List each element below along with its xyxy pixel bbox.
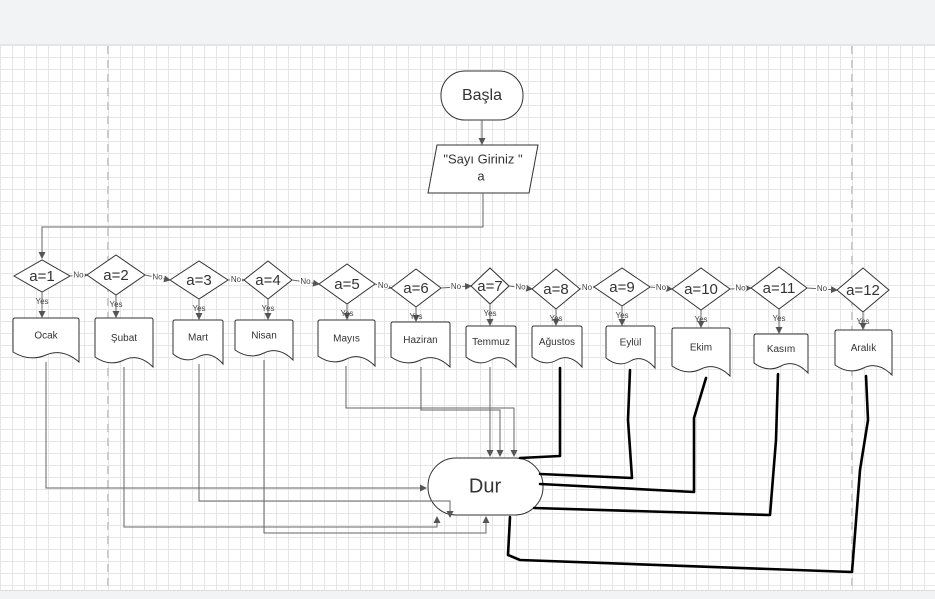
decision-node[interactable]: a=10 [671, 267, 731, 311]
no-label: No [582, 283, 593, 292]
no-label: No [451, 282, 462, 291]
month-label: Kasım [767, 344, 795, 355]
connector [45, 362, 427, 492]
connector [263, 360, 490, 534]
connector [345, 366, 518, 457]
no-connector [440, 282, 472, 290]
end-node[interactable]: Dur [427, 457, 544, 516]
decision-node[interactable]: a=7 [470, 267, 510, 305]
yes-label: Yes [772, 314, 785, 323]
decision-node[interactable]: a=8 [531, 268, 581, 310]
no-label: No [656, 283, 667, 292]
yes-label: Yes [35, 297, 48, 306]
month-output-node[interactable]: Mayıs [317, 319, 376, 368]
decision-label: a=7 [477, 278, 502, 295]
month-label: Ağustos [539, 337, 575, 348]
month-output-node[interactable]: Mart [172, 319, 224, 366]
month-output-node[interactable]: Ekim [671, 327, 731, 378]
no-connector [374, 283, 392, 290]
decision-label: a=11 [763, 280, 796, 297]
decision-node[interactable]: a=3 [169, 260, 229, 300]
yes-label: Yes [192, 304, 205, 313]
input-variable: a [477, 168, 485, 183]
month-label: Temmuz [472, 337, 510, 348]
connector [198, 364, 454, 518]
decision-label: a=6 [403, 280, 428, 297]
no-label: No [300, 277, 311, 286]
decision-label: a=2 [103, 267, 128, 284]
month-label: Ocak [34, 331, 58, 342]
no-connector [508, 284, 533, 292]
yes-label: Yes [694, 315, 707, 324]
input-node[interactable]: "Sayı Giriniz " a [427, 144, 539, 194]
month-label: Haziran [403, 335, 437, 346]
month-output-node[interactable]: Aralık [834, 329, 893, 377]
month-label: Mart [188, 333, 208, 344]
no-label: No [735, 284, 746, 293]
yes-label: Yes [483, 309, 496, 318]
decision-node[interactable]: a=6 [390, 268, 442, 308]
month-output-node[interactable]: Haziran [390, 321, 451, 369]
month-label: Ekim [690, 343, 712, 354]
no-label: No [378, 281, 389, 290]
connector [38, 193, 484, 259]
no-label: No [73, 271, 84, 280]
yes-label: Yes [856, 317, 869, 326]
yes-label: Yes [261, 304, 274, 313]
no-connector [144, 274, 171, 283]
decision-label: a=4 [255, 272, 280, 289]
month-output-node[interactable]: Eylül [605, 325, 656, 370]
start-node[interactable]: Başla [440, 70, 524, 121]
no-label: No [515, 283, 526, 292]
month-output-node[interactable]: Kasım [753, 333, 809, 375]
month-output-node[interactable]: Nisan [234, 319, 294, 362]
month-output-node[interactable]: Ocak [12, 317, 80, 364]
no-connector [291, 279, 320, 287]
no-label: No [231, 275, 242, 284]
decision-label: a=5 [334, 276, 359, 293]
month-output-node[interactable]: Şubat [94, 317, 154, 369]
connector [123, 367, 441, 528]
decision-node[interactable]: a=1 [12, 259, 72, 293]
decision-label: a=9 [609, 279, 634, 296]
decision-node[interactable]: a=12 [836, 267, 890, 313]
month-output-node[interactable]: Temmuz [465, 325, 517, 369]
no-connector [69, 271, 88, 279]
decision-label: a=10 [684, 281, 718, 298]
decision-label: a=8 [543, 281, 568, 298]
month-label: Nisan [251, 331, 277, 342]
no-connector [649, 284, 673, 292]
no-label: No [817, 284, 828, 293]
decision-node[interactable]: a=11 [750, 266, 808, 310]
no-label: No [152, 273, 163, 282]
top-toolbar [0, 0, 935, 45]
yes-label: Yes [549, 314, 562, 323]
decision-node[interactable]: a=2 [86, 254, 146, 296]
month-label: Eylül [620, 338, 642, 349]
no-connector [806, 286, 838, 294]
month-label: Şubat [111, 333, 137, 344]
yes-label: Yes [409, 312, 422, 321]
month-label: Aralık [851, 343, 878, 354]
yes-label: Yes [340, 309, 353, 318]
no-connector [729, 284, 752, 292]
decision-label: a=1 [29, 268, 54, 285]
start-label: Başla [462, 87, 502, 104]
yes-label: Yes [615, 311, 628, 320]
decision-node[interactable]: a=4 [243, 260, 293, 300]
end-label: Dur [469, 475, 502, 497]
decision-label: a=12 [846, 282, 880, 299]
input-label: "Sayı Giriniz " [443, 151, 523, 166]
month-label: Mayıs [333, 334, 360, 345]
bottom-bar [0, 590, 935, 599]
yes-label: Yes [109, 300, 122, 309]
connector [420, 367, 504, 457]
decision-label: a=3 [186, 272, 211, 289]
month-output-node[interactable]: Ağustos [531, 325, 583, 369]
decision-node[interactable]: a=9 [593, 267, 651, 307]
no-connector [579, 284, 595, 292]
decision-node[interactable]: a=5 [318, 263, 376, 305]
hand-drawn-connectors [506, 366, 870, 574]
